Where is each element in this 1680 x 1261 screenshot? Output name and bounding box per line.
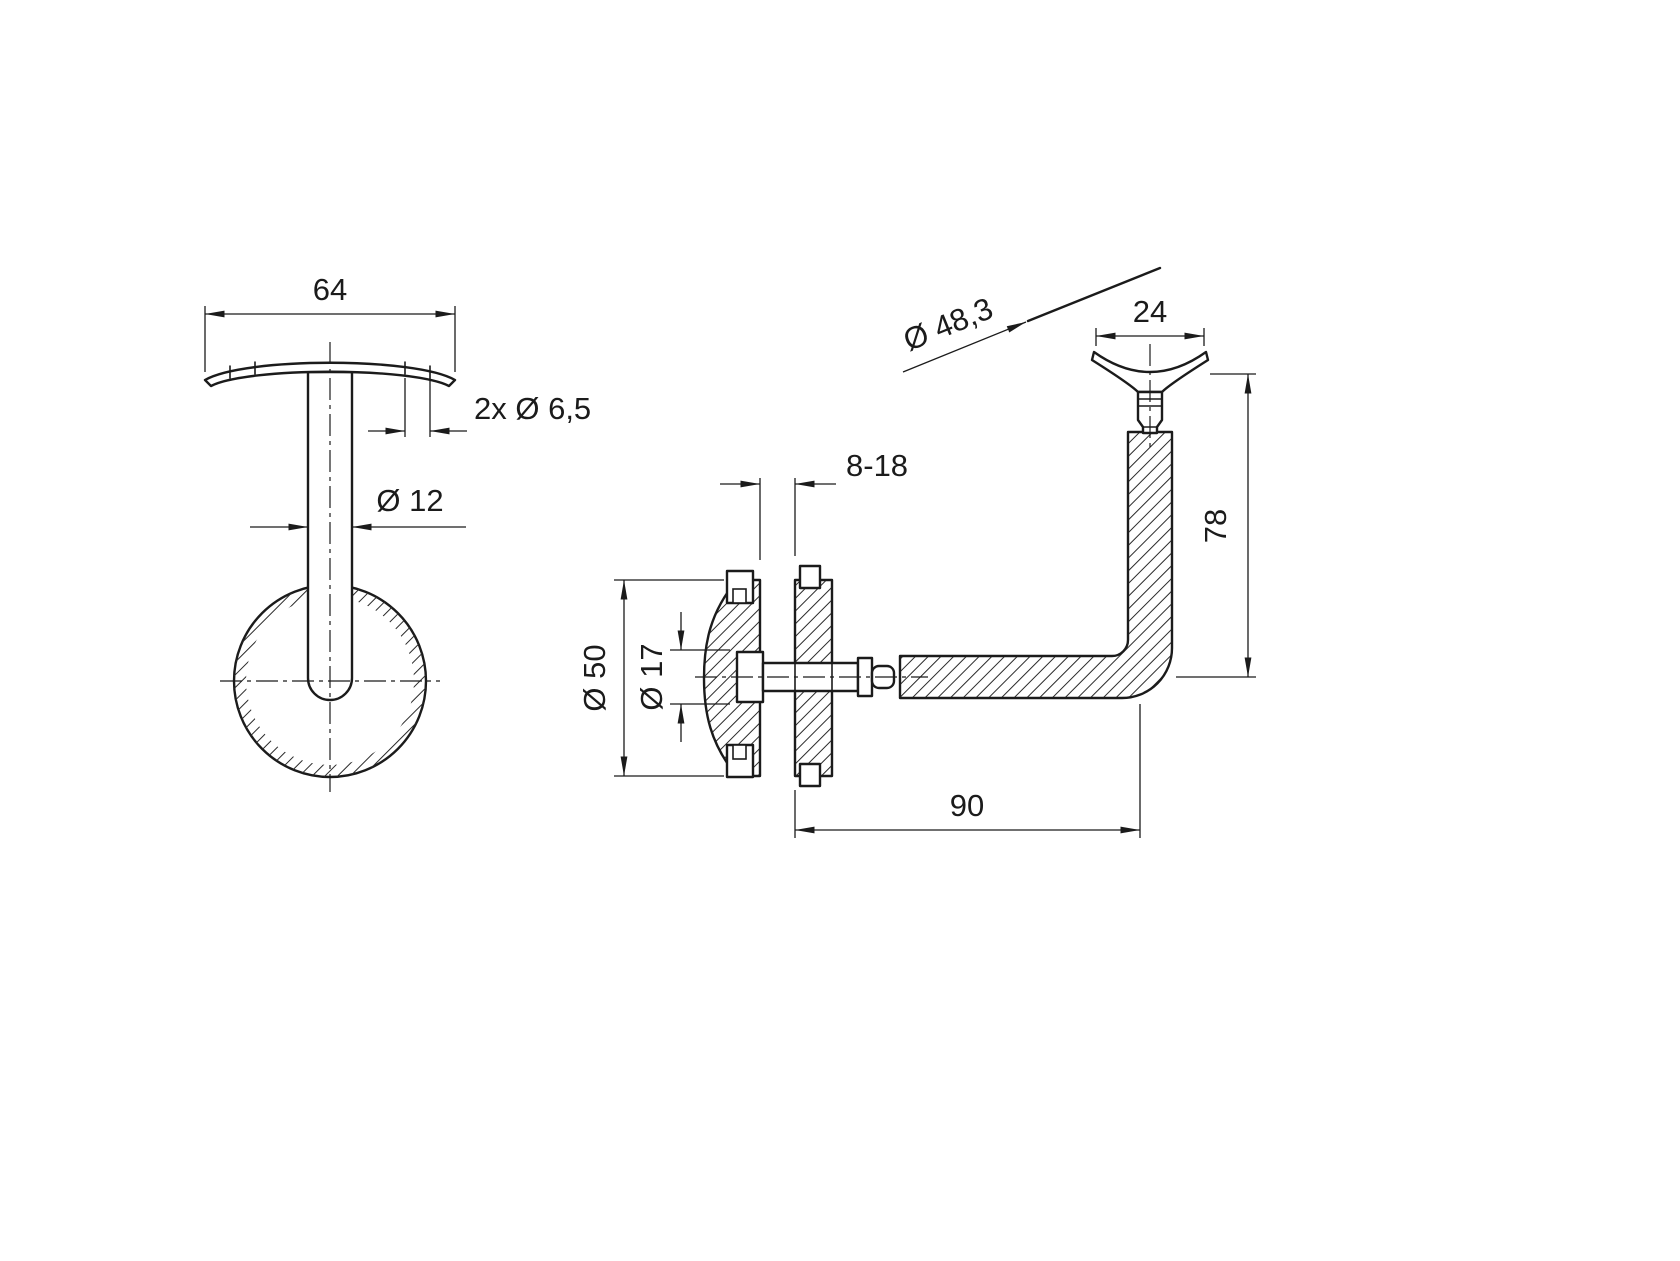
support-arm [898, 430, 1174, 700]
front-view: 64 2x Ø 6,5 Ø 12 [203, 272, 591, 792]
front-centerlines [220, 342, 440, 792]
dimension-stem-diameter: Ø 12 [250, 483, 466, 531]
dim-label-height: 78 [1198, 509, 1233, 543]
dimension-height: 78 [1176, 373, 1256, 678]
dimension-top-width: 64 [204, 272, 456, 372]
dimension-disc-diameter: Ø 50 [577, 579, 724, 777]
dimension-tube-diameter: Ø 48,3 [898, 291, 1027, 373]
clamp-left-top-screw [732, 588, 747, 604]
side-centerlines [695, 344, 1151, 678]
dimension-glass-range: 8-18 [720, 448, 908, 560]
dim-label-stem-diameter: Ø 12 [376, 483, 443, 518]
dimension-saddle-width: 24 [1095, 294, 1205, 346]
dimension-arm-length: 90 [794, 704, 1141, 838]
dim-label-holes: 2x Ø 6,5 [474, 391, 591, 426]
dimension-holes: 2x Ø 6,5 [368, 378, 591, 437]
dim-label-hole-diameter: Ø 17 [634, 643, 669, 710]
dimension-hole-diameter: Ø 17 [634, 612, 730, 742]
clamp-right-bottom-tab [798, 762, 822, 788]
clamp-right-top-tab [798, 564, 822, 590]
side-view: Ø 48,3 24 78 8-18 Ø 5 [577, 266, 1256, 838]
dim-label-tube-diameter: Ø 48,3 [898, 291, 997, 358]
handrail-tube-line [1026, 266, 1162, 323]
clamp-left-bottom-boss [725, 743, 755, 779]
saddle-screw [1136, 390, 1164, 435]
dim-label-top-width: 64 [313, 272, 347, 307]
dim-label-saddle-width: 24 [1133, 294, 1167, 329]
dim-label-arm-length: 90 [950, 788, 984, 823]
top-plate [203, 361, 457, 388]
plate-hole-marks [229, 361, 431, 379]
dim-label-glass-range: 8-18 [846, 448, 908, 483]
clamp-left-bottom-screw [732, 744, 747, 760]
dim-label-disc-diameter: Ø 50 [577, 644, 612, 711]
